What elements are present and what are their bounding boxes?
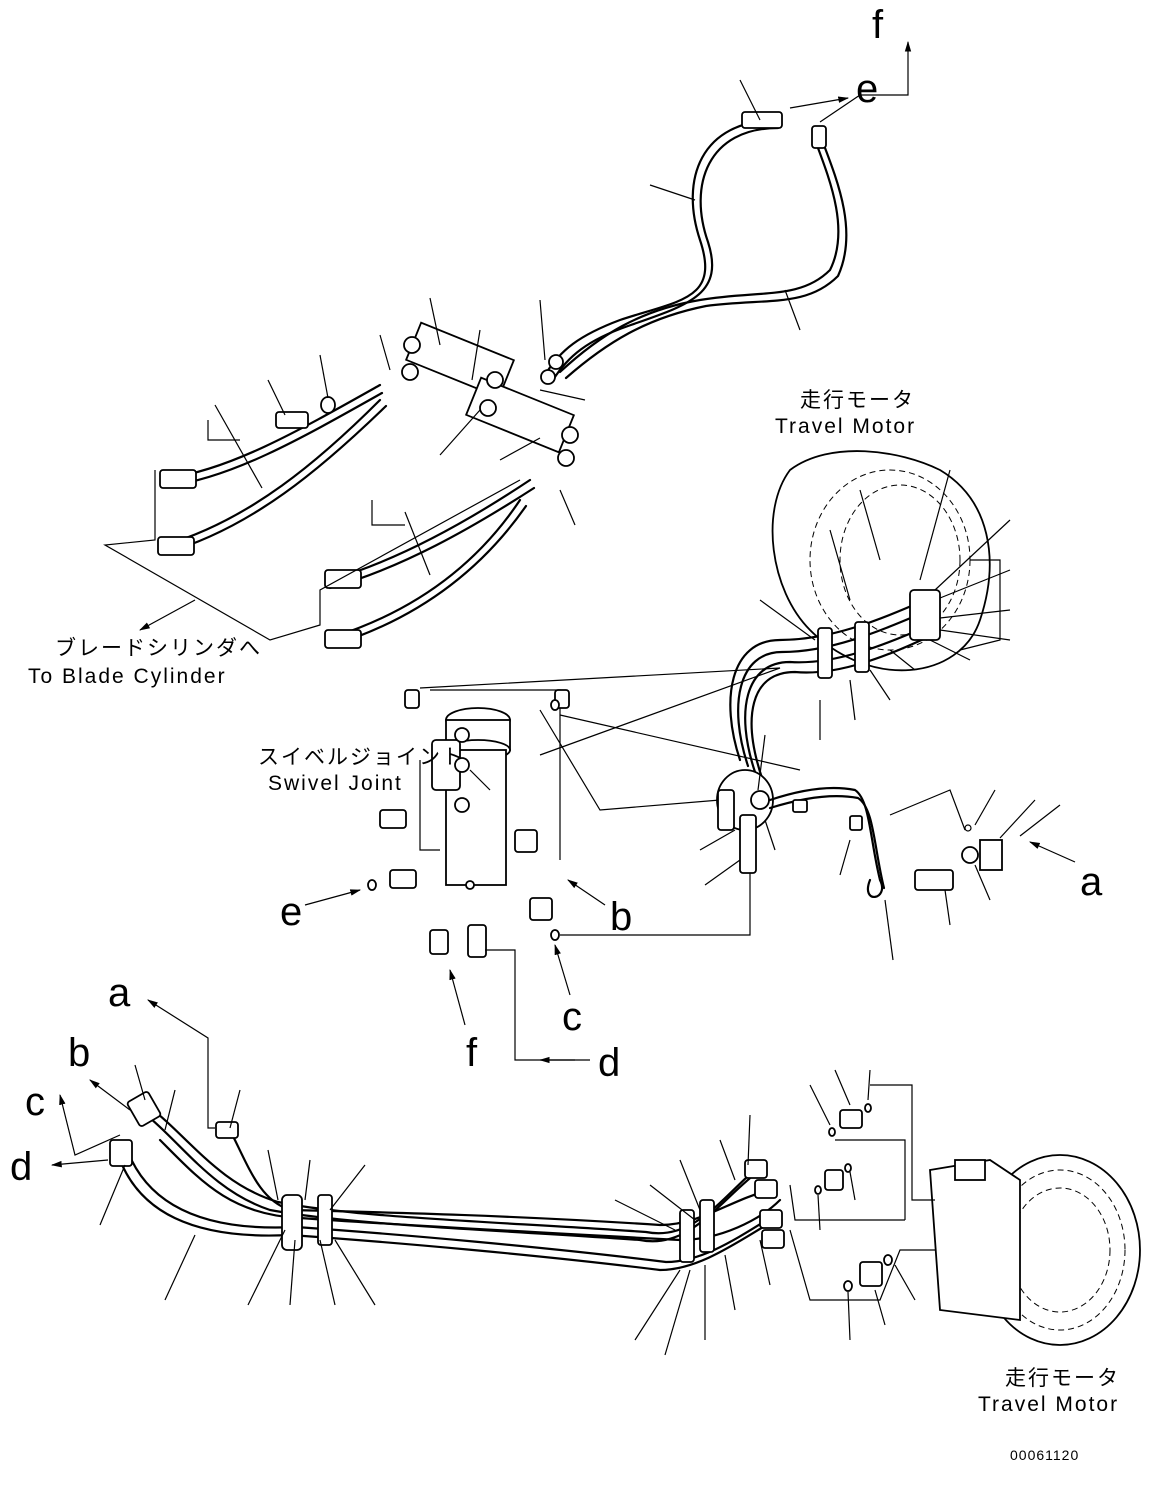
connection-letter-d-swivel: d [598, 1041, 620, 1085]
top-connection-arrows: f e [789, 3, 912, 123]
hose-fitting [811, 125, 827, 149]
connection-letter-e-swivel: e [280, 890, 302, 934]
swivel-joint-label-jp: スイベルジョイント [258, 746, 465, 769]
connection-letter-b-swivel: b [610, 895, 632, 939]
connection-letter-f-top: f [872, 3, 884, 47]
swivel-fittings [367, 689, 570, 958]
travel-motor-bottom-label-en: Travel Motor [978, 1393, 1119, 1416]
top-hose-assembly [539, 79, 848, 401]
blade-cylinder-label: ブレードシリンダへ To Blade Cylinder [28, 599, 262, 688]
blade-cylinder-label-en: To Blade Cylinder [28, 665, 227, 688]
swivel-joint [419, 689, 561, 890]
connection-letter-b-lower: b [68, 1031, 90, 1075]
hose-fitting [741, 111, 783, 129]
lower-connection-arrows: a b c d [10, 971, 215, 1189]
swivel-connection-arrows: e b c f d [280, 879, 632, 1085]
travel-motor-top-hoses [729, 589, 941, 780]
swivel-top-fitting-cluster [699, 734, 894, 961]
swivel-joint-label-en: Swivel Joint [268, 772, 403, 795]
blade-cylinder-label-jp: ブレードシリンダへ [55, 637, 262, 660]
connection-letter-d-lower: d [10, 1145, 32, 1189]
travel-motor-top-label-en: Travel Motor [775, 415, 916, 438]
travel-motor-top-label-jp: 走行モータ [800, 389, 915, 412]
blade-cylinder-hoses [103, 354, 536, 649]
connection-letter-f-swivel: f [466, 1031, 478, 1075]
connection-letter-a-lower: a [108, 971, 131, 1015]
mounting-bracket-a: a [889, 789, 1103, 926]
lower-hose-assembly [109, 1091, 785, 1272]
washer [320, 396, 336, 414]
hose-end [548, 354, 564, 370]
manifold-block-lower [464, 376, 576, 454]
blade-valve-manifold [379, 297, 579, 526]
hose-end [540, 369, 556, 385]
travel-motor-bottom-label: 走行モータ Travel Motor [978, 1367, 1120, 1416]
travel-motor-bottom [929, 1154, 1141, 1346]
bolt [275, 411, 309, 429]
travel-motor-bottom-fittings [789, 1069, 935, 1341]
lower-leader-lines [99, 1064, 771, 1356]
swivel-joint-label: スイベルジョイント Swivel Joint [258, 746, 465, 795]
connection-letter-c-swivel: c [562, 995, 582, 1039]
connection-letter-e-top: e [856, 67, 878, 111]
connection-letter-a-right: a [1080, 860, 1103, 904]
drawing-code: 00061120 [1010, 1447, 1079, 1463]
connection-letter-c-lower: c [25, 1080, 45, 1124]
travel-motor-top-label: 走行モータ Travel Motor [775, 389, 916, 438]
travel-motor-bottom-label-jp: 走行モータ [1005, 1367, 1120, 1390]
